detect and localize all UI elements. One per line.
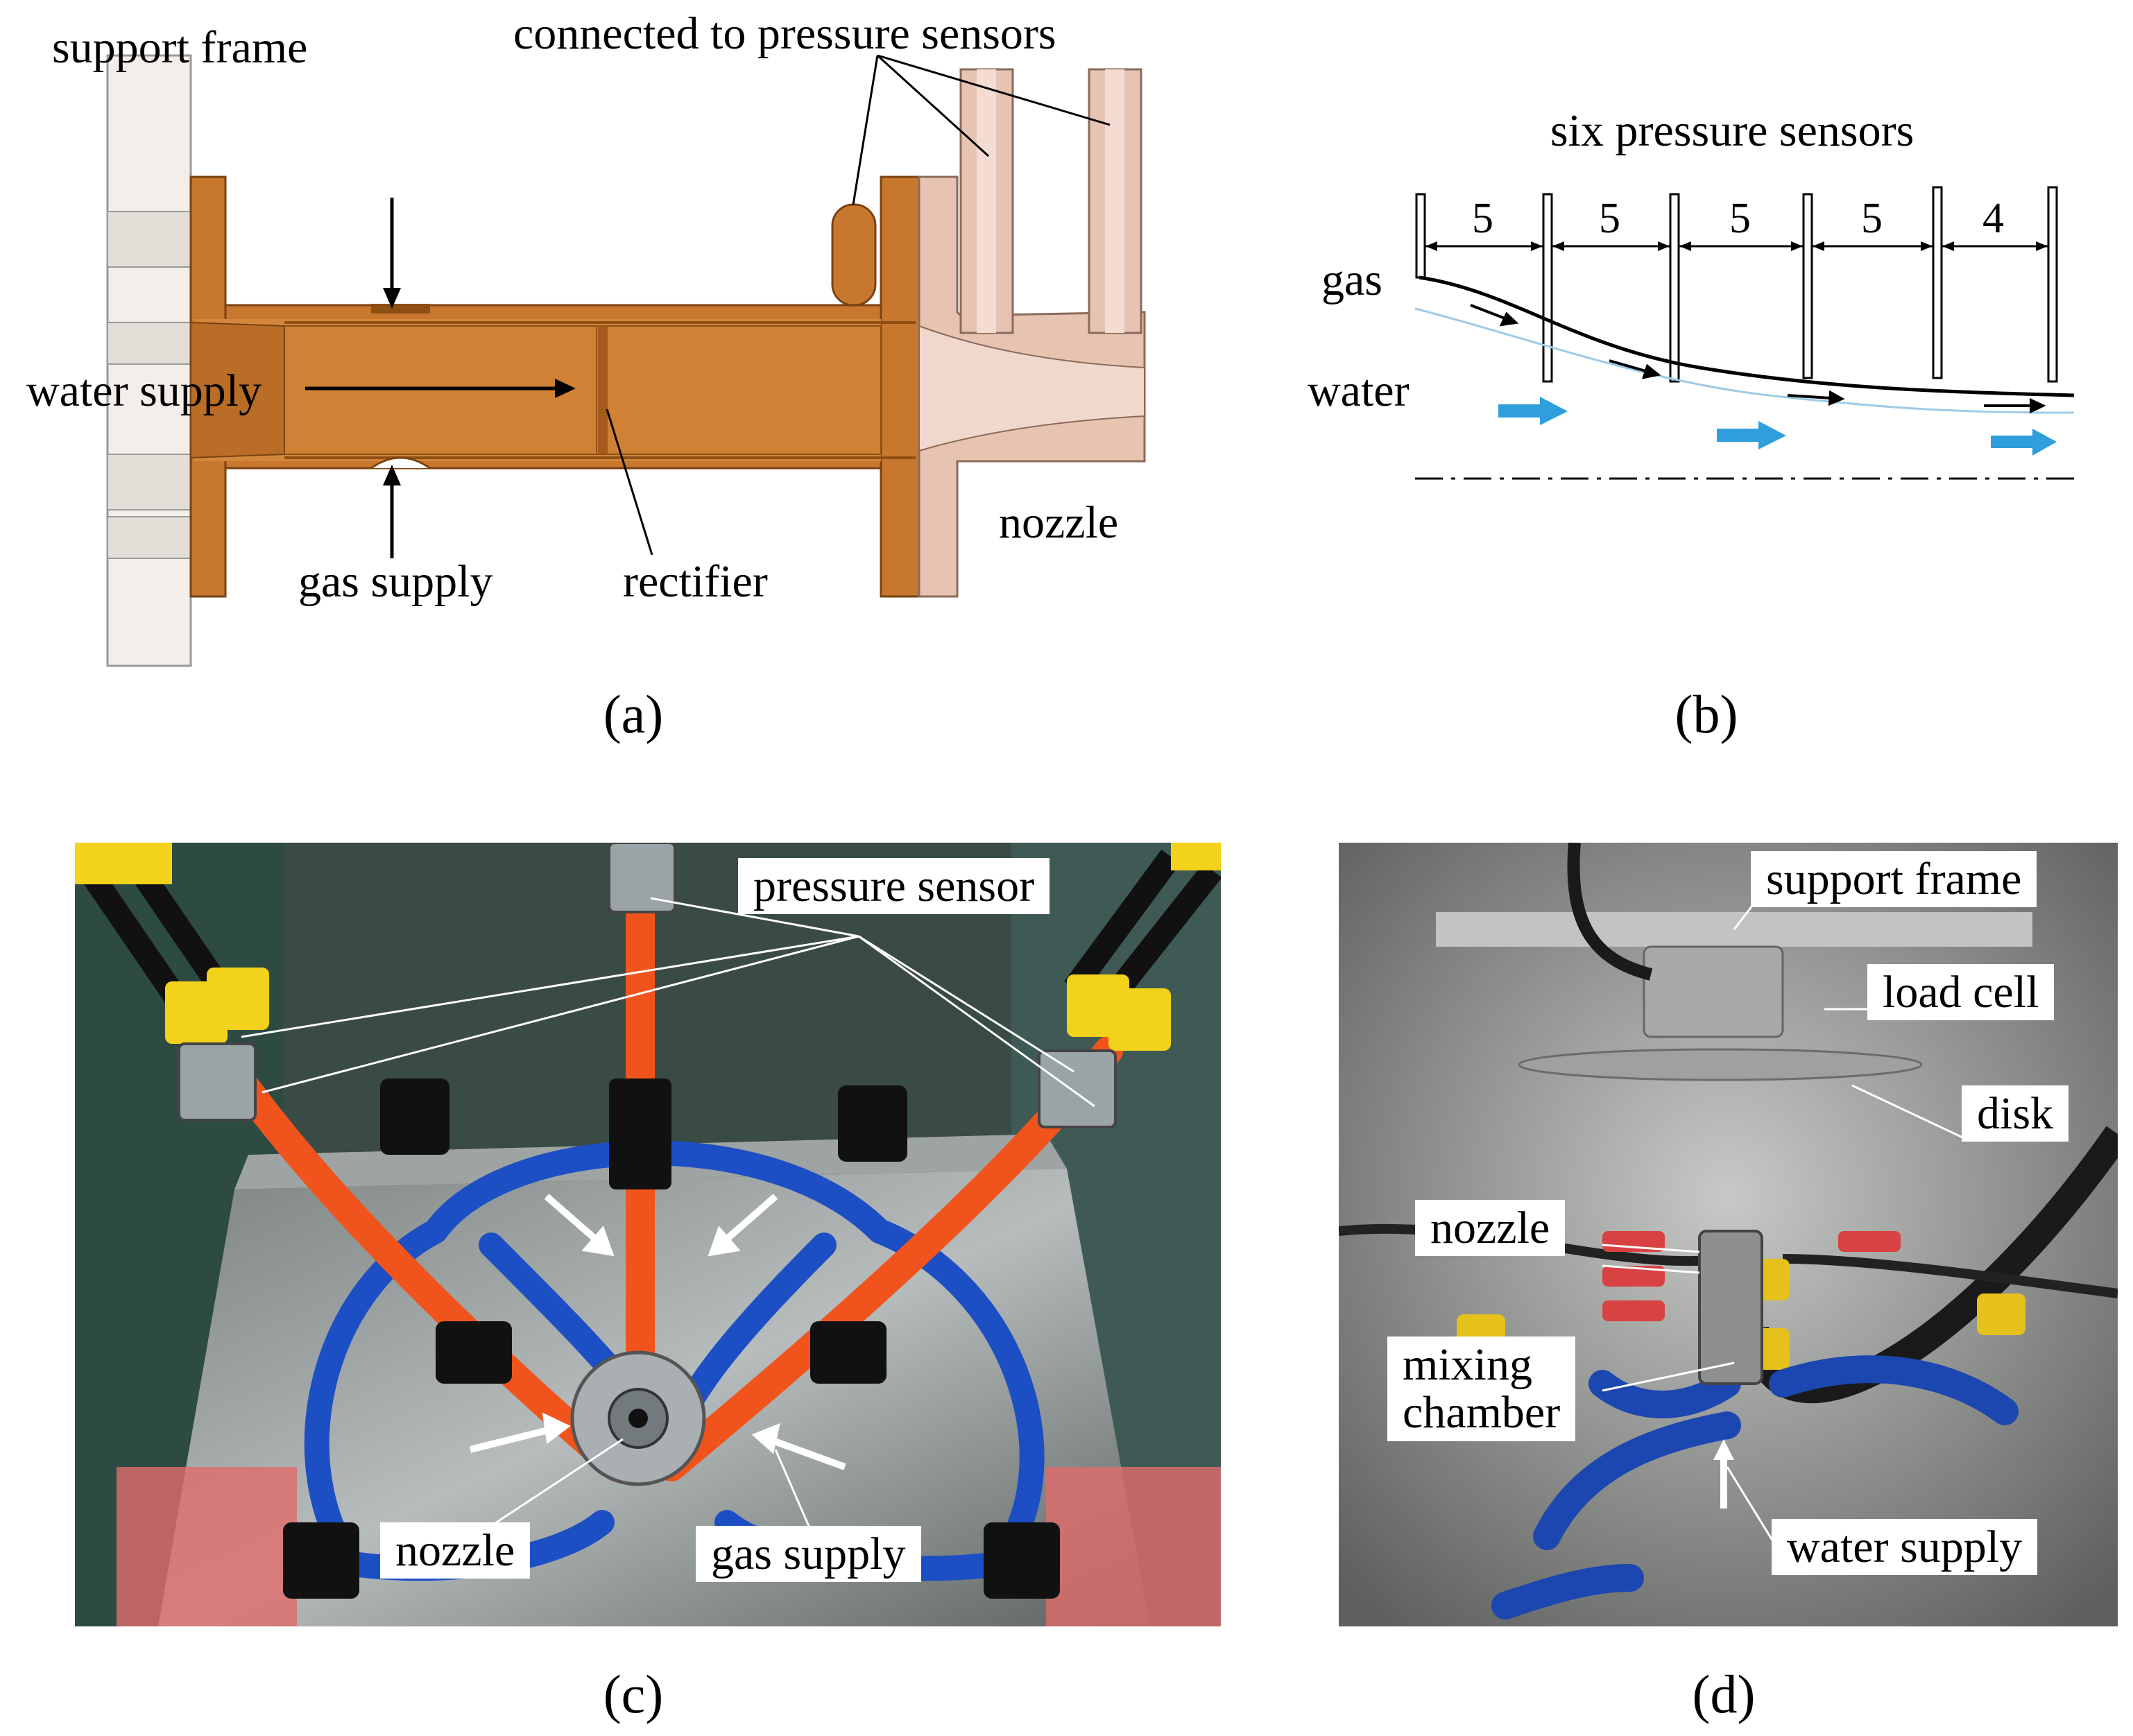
caption-a: (a) bbox=[603, 684, 664, 744]
label-gas: gas bbox=[1321, 255, 1382, 305]
label-support-frame: support frame bbox=[1751, 851, 2037, 908]
spacing-label: 5 bbox=[1599, 195, 1620, 242]
label-gas-supply: gas supply bbox=[696, 1526, 921, 1583]
label-water: water bbox=[1308, 366, 1410, 416]
water-surface-line bbox=[1414, 307, 2075, 414]
label-six-pressure-sensors: six pressure sensors bbox=[1550, 105, 1914, 156]
disk bbox=[1518, 1048, 1923, 1081]
water-flow-arrows bbox=[1498, 397, 2057, 456]
label-pressure-sensor: pressure sensor bbox=[738, 858, 1050, 915]
spacing-label: 4 bbox=[1982, 195, 2004, 242]
caption-b: (b) bbox=[1674, 684, 1738, 744]
label-rectifier: rectifier bbox=[623, 556, 768, 607]
blue-hose bbox=[867, 1219, 1045, 1576]
sensor-post bbox=[1932, 186, 1943, 379]
label-disk: disk bbox=[1962, 1085, 2069, 1142]
sensor-boss bbox=[831, 203, 877, 307]
label-mixing-chamber: mixing chamber bbox=[1387, 1337, 1576, 1441]
sensor-post bbox=[1802, 193, 1813, 379]
spacing-label: 5 bbox=[1861, 195, 1883, 242]
right-flange bbox=[880, 175, 920, 598]
sensor-post bbox=[2047, 186, 2058, 383]
label-water-supply: water supply bbox=[1772, 1519, 2038, 1576]
blue-hose bbox=[1769, 1355, 2019, 1425]
spacing-label: 5 bbox=[1729, 195, 1751, 242]
panel-a-diagram: support frame connected to pressure sens… bbox=[26, 8, 1146, 667]
load-cell bbox=[1643, 945, 1784, 1038]
red-hose bbox=[220, 1057, 631, 1481]
caption-d: (d) bbox=[1692, 1664, 1756, 1724]
label-nozzle: nozzle bbox=[380, 1522, 531, 1579]
sensor-post bbox=[1415, 193, 1426, 279]
label-nozzle: nozzle bbox=[999, 497, 1118, 548]
gas-water-interface bbox=[1419, 275, 2075, 397]
rectifier-plate bbox=[598, 326, 608, 454]
blue-hose bbox=[1491, 1564, 1644, 1619]
blue-hose bbox=[1533, 1411, 1741, 1550]
label-gas-supply: gas supply bbox=[298, 556, 493, 607]
panel-c-photo: pressure sensor nozzle gas supply bbox=[75, 843, 1221, 1626]
caption-c: (c) bbox=[603, 1664, 664, 1724]
label-load-cell: load cell bbox=[1867, 964, 2055, 1021]
sensor-post bbox=[1669, 193, 1680, 383]
sensor-post bbox=[1542, 193, 1553, 383]
blue-hose bbox=[1588, 1370, 1741, 1418]
label-support-frame: support frame bbox=[52, 22, 307, 73]
panel-b-diagram: six pressure sensors 5 5 5 5 4 bbox=[1308, 105, 2075, 480]
label-nozzle: nozzle bbox=[1415, 1200, 1566, 1257]
label-water-supply: water supply bbox=[26, 366, 262, 416]
panel-d-photo: support frame load cell disk nozzle mixi… bbox=[1339, 843, 2118, 1626]
label-connected-to-pressure-sensors: connected to pressure sensors bbox=[513, 8, 1056, 59]
spacing-label: 5 bbox=[1472, 195, 1493, 242]
mixing-chamber bbox=[1698, 1230, 1763, 1385]
